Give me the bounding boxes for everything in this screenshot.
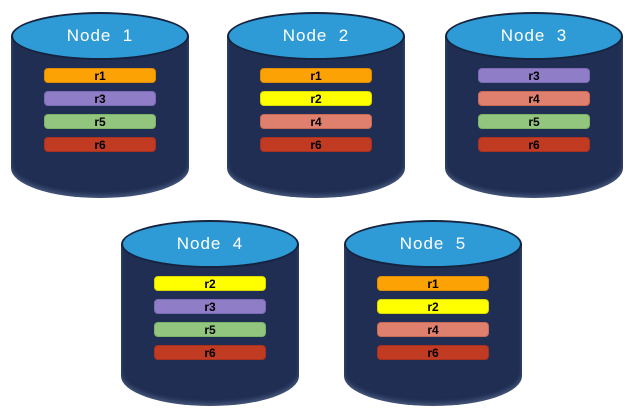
replica-label: r5: [94, 114, 106, 129]
replica-label: r6: [528, 137, 540, 152]
replica-bar-r6: r6: [260, 137, 372, 152]
node-cylinder-3: Node 3 r3 r4 r5 r6: [445, 10, 623, 198]
cylinder-top-ellipse: [11, 12, 189, 60]
replica-bar-r6: r6: [377, 345, 489, 360]
cylinder-top-ellipse: [227, 12, 405, 60]
node-cylinder-5: Node 5 r1 r2 r4 r6: [344, 218, 522, 406]
replica-bar-r6: r6: [44, 137, 156, 152]
replica-label: r3: [204, 299, 216, 314]
replica-label: r6: [94, 137, 106, 152]
node-title: Node 5: [399, 234, 467, 253]
replica-label: r2: [427, 299, 439, 314]
node-cylinder-2: Node 2 r1 r2 r4 r6: [227, 10, 405, 198]
replica-label: r1: [427, 276, 439, 291]
replica-label: r2: [310, 91, 322, 106]
replica-bar-list: r1 r2 r4 r6: [344, 276, 522, 360]
replica-bar-r1: r1: [260, 68, 372, 83]
replica-label: r6: [204, 345, 216, 360]
cylinder-top-ellipse: [121, 220, 299, 268]
replica-bar-list: r1 r3 r5 r6: [11, 68, 189, 152]
node-cylinder-1: Node 1 r1 r3 r5 r6: [11, 10, 189, 198]
replica-bar-r2: r2: [154, 276, 266, 291]
replica-bar-r2: r2: [260, 91, 372, 106]
replica-bar-r4: r4: [377, 322, 489, 337]
replica-bar-r5: r5: [44, 114, 156, 129]
replica-label: r5: [528, 114, 540, 129]
replica-bar-r4: r4: [260, 114, 372, 129]
replica-label: r6: [310, 137, 322, 152]
replica-label: r6: [427, 345, 439, 360]
replica-bar-list: r3 r4 r5 r6: [445, 68, 623, 152]
replica-bar-r6: r6: [154, 345, 266, 360]
cylinder-top-ellipse: [445, 12, 623, 60]
replica-bar-list: r2 r3 r5 r6: [121, 276, 299, 360]
replica-label: r4: [310, 114, 322, 129]
replica-bar-r5: r5: [154, 322, 266, 337]
replica-label: r4: [427, 322, 439, 337]
replica-label: r5: [204, 322, 216, 337]
replica-label: r1: [94, 68, 106, 83]
replica-bar-r2: r2: [377, 299, 489, 314]
node-title: Node 3: [500, 26, 568, 45]
replica-bar-r3: r3: [154, 299, 266, 314]
node-title: Node 4: [176, 234, 244, 253]
node-cylinder-4: Node 4 r2 r3 r5 r6: [121, 218, 299, 406]
replica-label: r4: [528, 91, 540, 106]
replica-bar-r4: r4: [478, 91, 590, 106]
replica-bar-r3: r3: [44, 91, 156, 106]
node-title: Node 2: [282, 26, 350, 45]
replica-bar-r6: r6: [478, 137, 590, 152]
replica-label: r2: [204, 276, 216, 291]
replica-label: r1: [310, 68, 322, 83]
node-title: Node 1: [66, 26, 134, 45]
replica-bar-list: r1 r2 r4 r6: [227, 68, 405, 152]
replica-label: r3: [94, 91, 106, 106]
replica-bar-r5: r5: [478, 114, 590, 129]
replica-label: r3: [528, 68, 540, 83]
replica-bar-r1: r1: [377, 276, 489, 291]
replica-bar-r3: r3: [478, 68, 590, 83]
cylinder-top-ellipse: [344, 220, 522, 268]
replica-bar-r1: r1: [44, 68, 156, 83]
